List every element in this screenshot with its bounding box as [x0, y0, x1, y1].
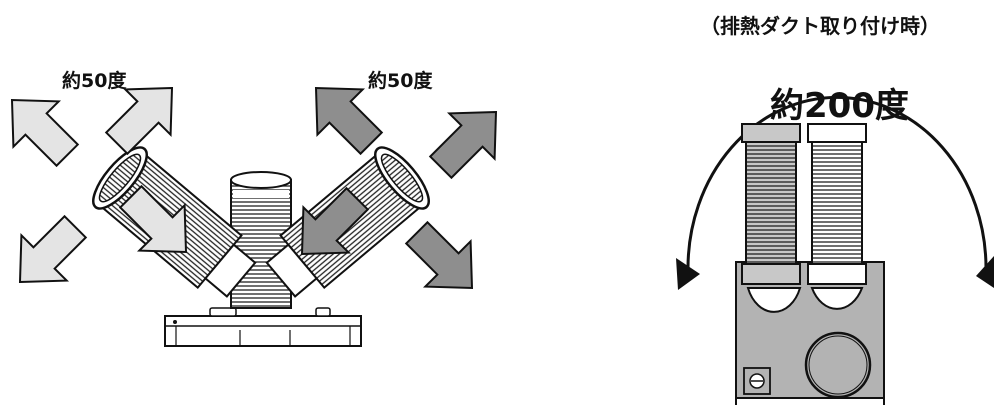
rotary-knob-icon [749, 373, 765, 389]
right-angle-label: 約50度 [368, 70, 433, 92]
exhaust-duct-drawing [676, 95, 994, 405]
arrowhead-right [976, 256, 994, 288]
arrowhead-left [676, 258, 700, 290]
total-rotation-label: 約200度 [770, 86, 909, 126]
unit-back-panel [735, 261, 885, 405]
center-exhaust-duct [230, 171, 292, 309]
gray-exhaust-duct [741, 123, 801, 285]
spot-cooler-drawing [0, 64, 520, 347]
duct-attached-caption: （排熱ダクト取り付け時） [700, 14, 940, 38]
arrow-down-left [0, 203, 99, 306]
cooler-unit [164, 307, 362, 347]
rotation-arc [686, 95, 988, 269]
white-exhaust-duct [807, 123, 867, 285]
arrow-down-right [393, 209, 496, 312]
arrow-up-right [417, 88, 520, 191]
left-angle-label: 約50度 [62, 70, 127, 92]
